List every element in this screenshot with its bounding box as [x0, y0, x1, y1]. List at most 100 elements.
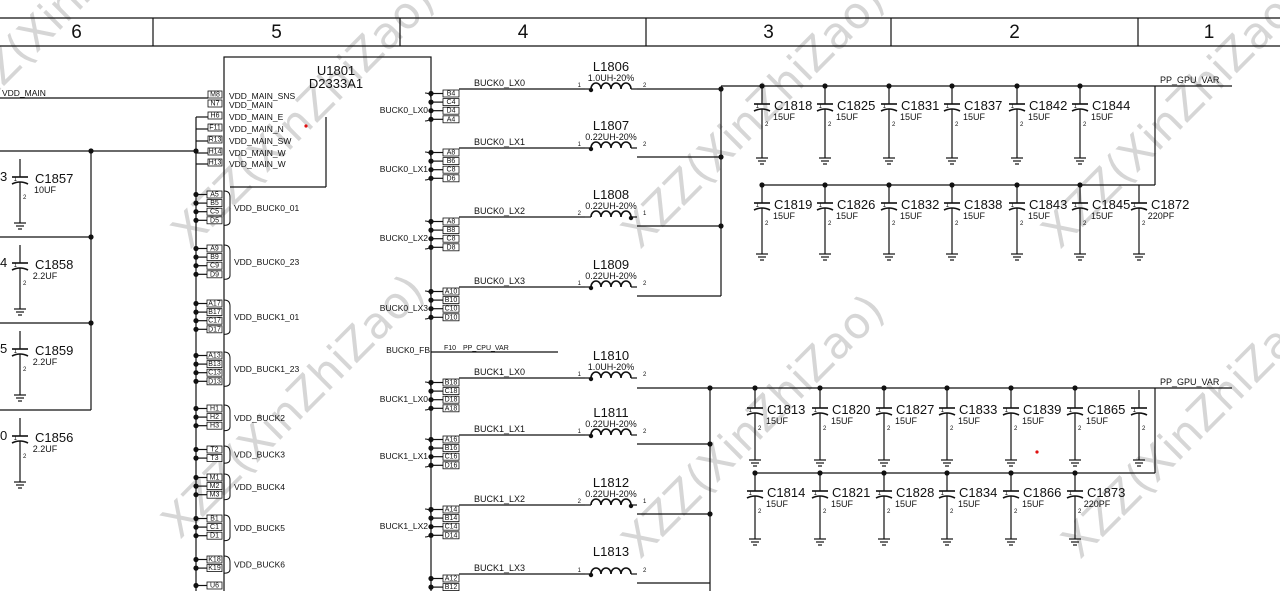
- vdd-main-pin: R13: [209, 137, 222, 144]
- junction-dot: [1072, 385, 1078, 391]
- lx-pin: A4: [447, 116, 456, 123]
- cap-pin-1: 1: [1005, 491, 1009, 497]
- cap-pin-2: 2: [892, 122, 896, 128]
- cap-pin-2: 2: [758, 509, 762, 515]
- ic-reference: U1801: [317, 63, 355, 78]
- lx-junction: [428, 379, 434, 386]
- buck-supply-pin: B1: [210, 516, 219, 523]
- cap-pin-2: 2: [765, 122, 769, 128]
- cap-pin-1: 1: [883, 104, 887, 110]
- cap-pin-2: 2: [892, 221, 896, 227]
- capacitor-ref: C1818: [774, 98, 812, 113]
- junction-dot: [707, 441, 713, 447]
- rail-net-label: PP_GPU_VAR: [1160, 377, 1220, 387]
- buck-supply-pin: A5: [210, 192, 219, 199]
- cap-pin-1: 1: [814, 491, 818, 497]
- capacitor-value: 15UF: [1022, 499, 1045, 509]
- vdd-main-pin-name: VDD_MAIN_E: [229, 112, 284, 122]
- zone-number: 3: [763, 22, 774, 43]
- capacitor-ref: C1844: [1092, 98, 1130, 113]
- buck-supply-pin: H2: [210, 414, 219, 421]
- cap-pin-2: 2: [1020, 122, 1024, 128]
- feedback-net: PP_CPU_VAR: [463, 345, 509, 352]
- capacitor-value: 15UF: [836, 112, 859, 122]
- buck-supply-pin: H1: [210, 406, 219, 413]
- capacitor-ref: C1872: [1151, 197, 1189, 212]
- vdd-main-pin-name: VDD_MAIN: [229, 100, 273, 110]
- group-bracket: [424, 508, 432, 538]
- watermark-text: XZZ(XinZhiZao): [612, 285, 895, 568]
- cap-pin-2: 2: [1014, 509, 1018, 515]
- inductor-value: 1.0UH-20%: [588, 73, 635, 83]
- group-bracket: [223, 514, 231, 542]
- vdd-main-pin-name: VDD_MAIN_W: [229, 159, 286, 169]
- inductor-pin: 2: [643, 372, 647, 378]
- inductor-pin: 1: [578, 83, 582, 89]
- cap-pin-2: 2: [1020, 221, 1024, 227]
- vdd-main-pin-name: VDD_MAIN_N: [229, 124, 284, 134]
- inductor-pin: 1: [643, 211, 647, 217]
- cap-pin-1: 1: [814, 408, 818, 414]
- buck-supply-pin: D5: [210, 217, 219, 224]
- capacitor-ref: C1866: [1023, 485, 1061, 500]
- cap-pin-2: 2: [828, 221, 832, 227]
- buck-supply-label: VDD_BUCK1_23: [234, 364, 299, 374]
- inductor-coil: [590, 428, 632, 436]
- lx-pin: C18: [445, 388, 458, 395]
- group-bracket: [223, 351, 231, 387]
- junction-dot: [944, 385, 950, 391]
- buck-supply-label: VDD_BUCK2: [234, 413, 285, 423]
- lx-pin: C10: [445, 306, 458, 313]
- inductor-polarity-dot: [588, 376, 594, 382]
- lx-pin: A16: [445, 437, 458, 444]
- buck-supply-pin: C1: [210, 524, 219, 531]
- inductor-pin: 1: [578, 372, 582, 378]
- cap-pin-1: 1: [946, 104, 950, 110]
- capacitor-ref: C1813: [767, 402, 805, 417]
- capacitor-ref: C1834: [959, 485, 997, 500]
- inductor-polarity-dot: [588, 433, 594, 439]
- vdd-main-pin: H14: [209, 149, 222, 156]
- net-label-vdd-main: VDD_MAIN: [2, 88, 46, 98]
- inductor-ref: L1811: [593, 405, 628, 420]
- inductor-coil: [590, 498, 632, 506]
- lx-pin: D4: [447, 108, 456, 115]
- capacitor-value: 15UF: [900, 211, 923, 221]
- junction-dot: [88, 234, 94, 240]
- lx-pin: C16: [445, 454, 458, 461]
- inductor-polarity-dot: [588, 572, 594, 578]
- vdd-main-decoupling: VDD_MAIN12C185710UF312C18582.2UF412C1859…: [0, 88, 208, 489]
- lx-pin: C8: [447, 167, 456, 174]
- lx-pin: D14: [445, 532, 458, 539]
- lx-pin: C14: [445, 524, 458, 531]
- capacitor-ref: C1839: [1023, 402, 1061, 417]
- feedback-label: BUCK0_FB: [386, 345, 430, 355]
- capacitor-value: 2.2UF: [33, 357, 58, 367]
- buck-supply-pin: C9: [210, 263, 219, 270]
- cap-pin-2: 2: [1078, 426, 1082, 432]
- cap-pin-2: 2: [765, 221, 769, 227]
- cap-pin-2: 2: [955, 221, 959, 227]
- capacitor-ref: C1859: [35, 343, 73, 358]
- capacitor-value: 15UF: [958, 416, 981, 426]
- cap-pin-1: 1: [14, 349, 18, 355]
- lx-pin: D8: [447, 244, 456, 251]
- buck-supply-label: VDD_BUCK0_01: [234, 203, 299, 213]
- feedback-pin: F10: [444, 345, 456, 352]
- lx-pin: D18: [445, 397, 458, 404]
- capacitor-value: 15UF: [963, 211, 986, 221]
- lx-net-label: BUCK0_LX2: [474, 206, 525, 216]
- buck-supply-pin: M1: [210, 475, 220, 482]
- vdd-main-pin-box: [207, 111, 223, 120]
- buck-supply-label: VDD_BUCK4: [234, 482, 285, 492]
- buck-supply-label: VDD_BUCK0_23: [234, 257, 299, 267]
- capacitor-ref: C1831: [901, 98, 939, 113]
- group-bracket: [424, 151, 432, 181]
- junction-dot: [88, 320, 94, 326]
- capacitor-ref: C1865: [1087, 402, 1125, 417]
- lx-junction: [428, 506, 434, 513]
- capacitor-value: 15UF: [1028, 211, 1051, 221]
- capacitor-ref: C1857: [35, 171, 73, 186]
